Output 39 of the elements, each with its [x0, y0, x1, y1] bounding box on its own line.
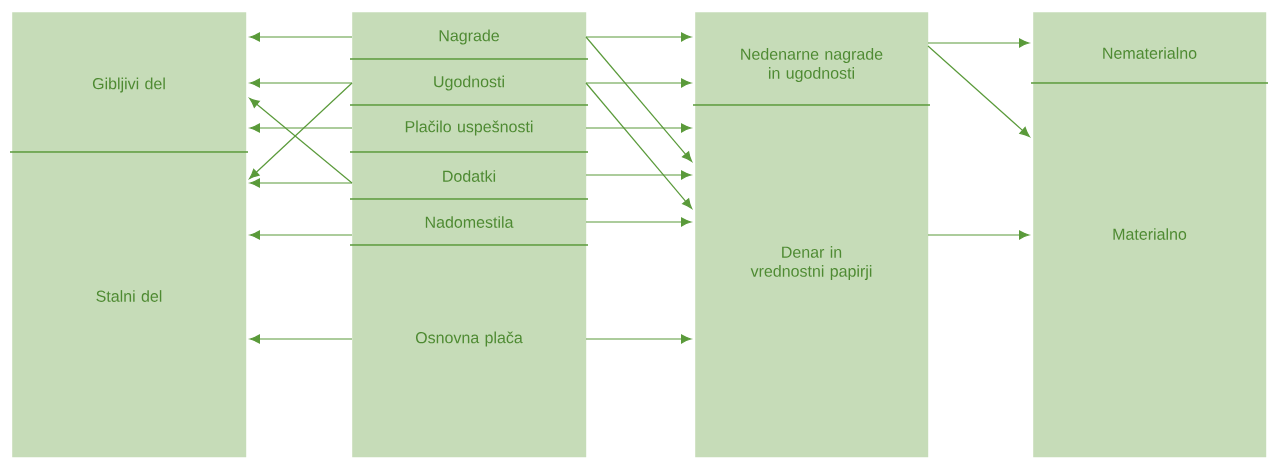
arrow: [249, 230, 353, 240]
arrow: [927, 230, 1030, 240]
arrow: [585, 82, 693, 209]
node-label: Plačilo uspešnosti: [405, 120, 533, 136]
arrow: [585, 36, 693, 162]
column-section: Nagrade: [352, 12, 587, 60]
arrow: [927, 45, 1030, 138]
arrow: [585, 32, 692, 42]
node-label: Denar in vrednostni papirji: [750, 246, 872, 280]
column-section: Nadomestila: [352, 199, 587, 246]
node-label: Stalni del: [96, 290, 162, 302]
column-section: Ugodnosti: [352, 59, 587, 106]
node-label: Ugodnosti: [434, 75, 504, 91]
arrow: [585, 123, 692, 133]
node-label: Dodatki: [443, 170, 496, 182]
arrow: [585, 170, 692, 180]
column-section: Gibljivi del: [12, 12, 247, 153]
node-label: Nedenarne nagrade in ugodnosti: [741, 48, 883, 82]
node-label: Materialno: [1113, 228, 1187, 240]
arrow: [249, 123, 353, 133]
column-section: Dodatki: [352, 152, 587, 200]
column-section: Plačilo uspešnosti: [352, 105, 587, 153]
arrow: [585, 217, 692, 227]
arrow: [249, 32, 353, 42]
arrow: [585, 334, 692, 344]
node-label: Nagrade: [439, 29, 499, 45]
arrow: [249, 82, 353, 180]
arrow: [249, 78, 353, 88]
arrow: [585, 78, 692, 88]
column-section: Nedenarne nagrade in ugodnosti: [695, 12, 929, 106]
node-label: Osnovna plača: [415, 331, 523, 347]
node-label: Gibljivi del: [92, 77, 165, 93]
arrow: [249, 97, 353, 184]
arrow: [249, 178, 353, 188]
node-label: Nadomestila: [425, 216, 514, 228]
column-section: Nematerialno: [1033, 12, 1267, 84]
arrow: [249, 334, 353, 344]
node-label: Nematerialno: [1103, 47, 1197, 59]
arrow: [927, 38, 1030, 48]
